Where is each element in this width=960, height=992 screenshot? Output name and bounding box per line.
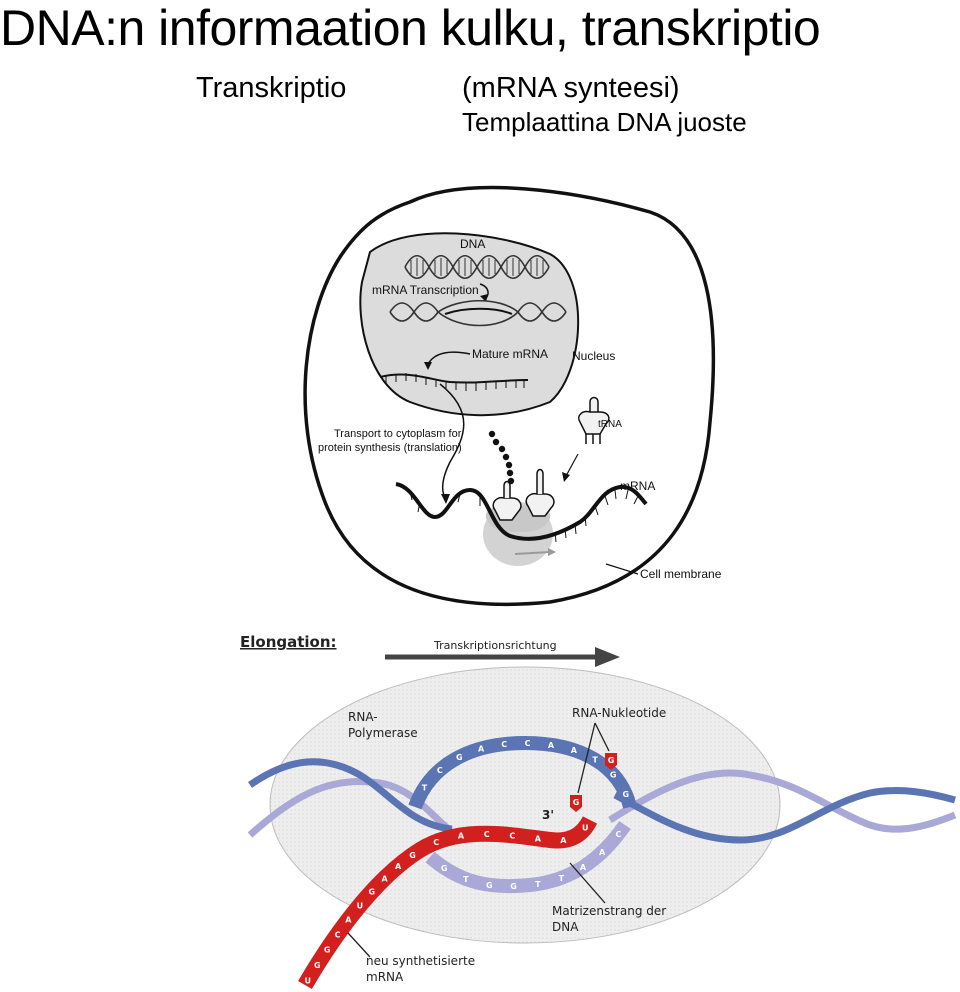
rna-tail-base-9: G — [409, 851, 416, 860]
rna-base-6: U — [582, 824, 589, 833]
coding-base-2: G — [456, 753, 463, 762]
polymerase-label-1: RNA- — [348, 710, 378, 724]
transport-label-1: Transport to cytoplasm for — [334, 428, 462, 440]
direction-label: Transkriptionsrichtung — [433, 639, 557, 652]
rna-base-0: C — [433, 838, 439, 847]
rna-base-3: C — [509, 831, 515, 840]
page-title: DNA:n informaation kulku, transkriptio — [0, 0, 960, 56]
template-base-2: G — [486, 881, 493, 890]
polymerase-label-2: Polymerase — [348, 726, 418, 740]
rna-tail-base-4: A — [345, 916, 352, 925]
rna-tail-base-7: A — [381, 874, 388, 883]
dna-label: DNA — [460, 237, 485, 251]
coding-base-6: A — [548, 741, 555, 750]
coding-base-3: A — [478, 745, 485, 754]
transport-label-2: protein synthesis (translation) — [318, 442, 462, 454]
template-base-6: A — [580, 863, 587, 872]
coding-base-4: C — [501, 740, 507, 749]
template-base-8: C — [615, 830, 621, 839]
rna-base-1: A — [458, 831, 465, 840]
template-base-0: G — [441, 864, 448, 873]
free-nucleotide-base-1: G — [573, 798, 580, 807]
rna-base-2: C — [484, 830, 490, 839]
polypeptide-chain — [489, 431, 514, 484]
coding-base-7: A — [571, 746, 578, 755]
rna-tail-base-0: U — [304, 976, 311, 985]
template-base-7: A — [599, 848, 606, 857]
template-label-1: Matrizenstrang der — [552, 904, 666, 918]
subtitle-transcription: Transkriptio — [196, 72, 346, 104]
cytoplasm-mrna-label: mRNA — [620, 479, 655, 493]
trna-label: tRNA — [598, 419, 622, 430]
nucleus-label: Nucleus — [572, 349, 615, 363]
coding-base-5: C — [525, 739, 531, 748]
coding-base-8: T — [592, 756, 598, 765]
coding-base-0: T — [422, 784, 428, 793]
rna-base-4: A — [535, 834, 542, 843]
coding-base-10: G — [622, 790, 629, 799]
template-label-2: DNA — [552, 920, 579, 934]
rna-tail-base-2: G — [324, 945, 331, 954]
elongation-heading: Elongation: — [240, 633, 337, 651]
template-base-3: G — [510, 882, 517, 891]
new-mrna-label-1: neu synthetisierte — [366, 954, 475, 968]
mrna-transcription-label: mRNA Transcription — [372, 283, 479, 297]
subtitle-template-strand: Templaattina DNA juoste — [462, 106, 747, 138]
rna-tail-base-3: C — [335, 930, 341, 939]
coding-base-9: G — [610, 771, 617, 780]
subtitle-mrna-synthesis: (mRNA synteesi) — [462, 72, 680, 104]
coding-base-1: C — [437, 766, 443, 775]
template-base-4: T — [535, 880, 541, 889]
rna-tail-base-6: G — [369, 888, 376, 897]
rna-base-5: A — [560, 836, 567, 845]
rna-tail-base-5: U — [357, 901, 364, 910]
new-mrna-label-2: mRNA — [366, 970, 404, 984]
rna-polymerase — [270, 667, 780, 943]
rna-nucleotide-label: RNA-Nukleotide — [572, 706, 666, 720]
template-base-5: T — [559, 874, 565, 883]
mature-mrna-label: Mature mRNA — [472, 347, 548, 361]
rna-tail-base-1: G — [314, 961, 321, 970]
cell-diagram: DNA mRNA Transcription Mature mRNA Nucle… — [300, 172, 730, 612]
rna-tail-base-8: A — [395, 862, 402, 871]
free-nucleotide-base-2: G — [608, 756, 615, 765]
template-base-1: T — [463, 875, 469, 884]
three-prime-label: 3' — [542, 808, 554, 822]
cell-membrane-label: Cell membrane — [640, 567, 722, 581]
